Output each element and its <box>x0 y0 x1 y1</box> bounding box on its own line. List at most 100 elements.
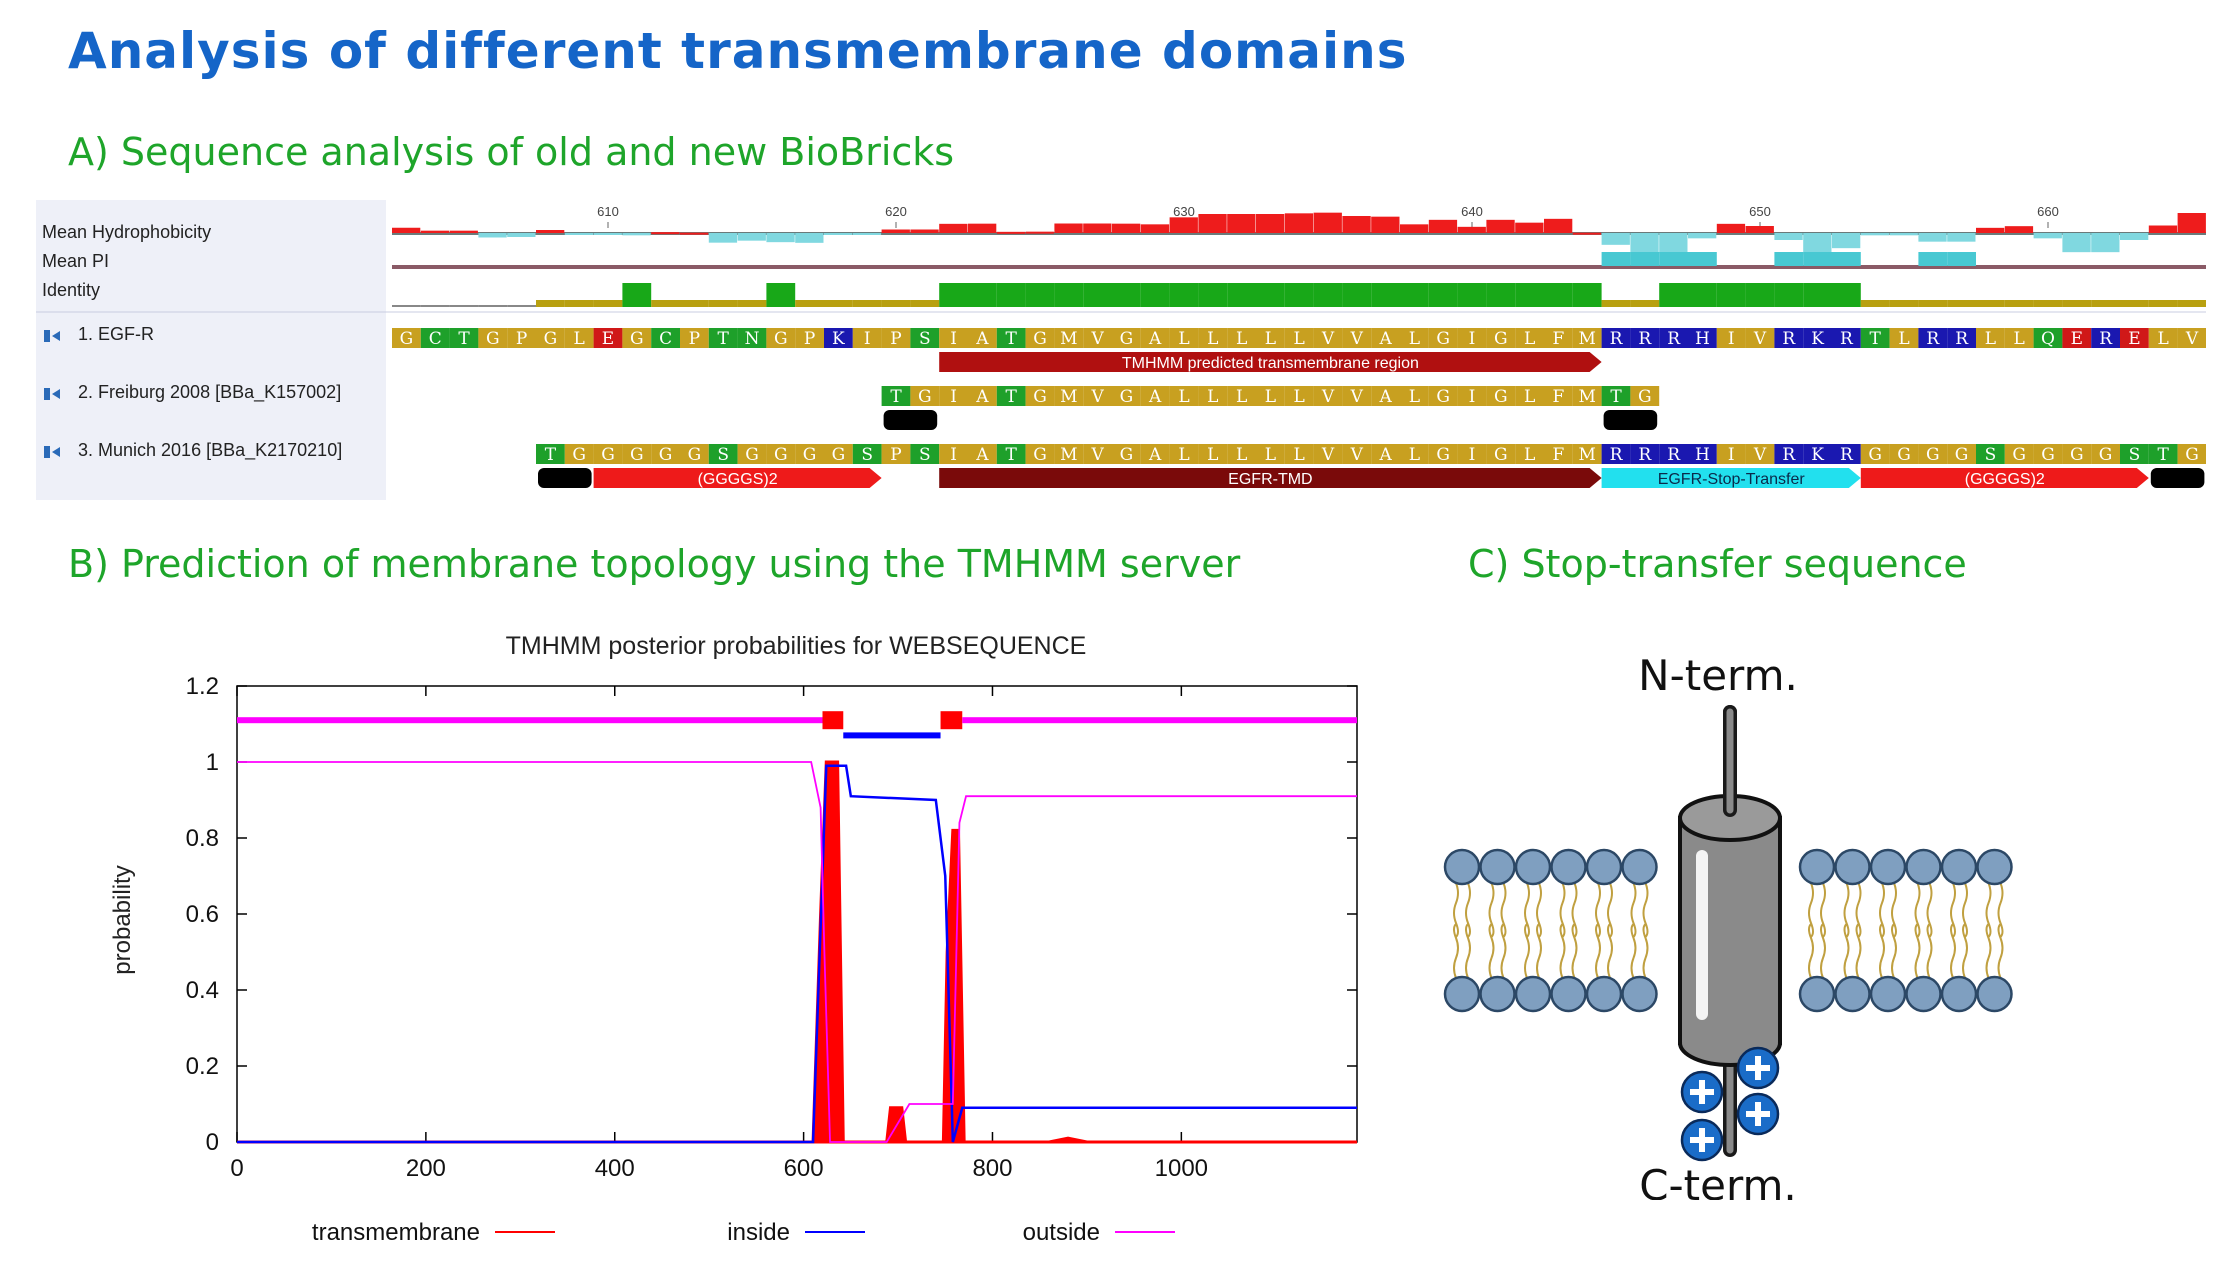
lipid-tail <box>1820 923 1826 979</box>
residue-cell <box>1601 386 1631 406</box>
hydro-bar <box>795 233 824 243</box>
residue-cell <box>2004 444 2034 464</box>
residue-cell <box>651 444 680 464</box>
hydro-bar <box>1428 219 1458 233</box>
identity-partial <box>795 300 824 307</box>
y-tick-label: 0.4 <box>186 977 219 1004</box>
identity-bar <box>996 283 1026 307</box>
residue-letter: G <box>1120 329 1134 349</box>
hydro-bar <box>1169 217 1198 233</box>
hydro-bar <box>852 233 882 235</box>
identity-partial <box>737 300 767 307</box>
plus-bar-v <box>1699 1128 1705 1152</box>
identity-partial <box>680 300 709 307</box>
hydro-bar <box>2148 225 2178 233</box>
residue-cell <box>2091 328 2120 348</box>
identity-bar <box>622 283 652 307</box>
residue-cell <box>1400 444 1429 464</box>
hydro-bar <box>1284 213 1314 233</box>
residue-cell <box>622 444 652 464</box>
residue-cell <box>1054 328 1084 348</box>
n-term-label: N-term. <box>1638 651 1798 700</box>
lipid-head <box>1798 848 1836 886</box>
lipid-head <box>1621 848 1658 886</box>
hydro-bar <box>1256 214 1285 233</box>
residue-cell <box>1486 328 1516 348</box>
identity-partial <box>1860 300 1890 307</box>
residue-cell <box>651 328 680 348</box>
ruler-tick-label: 610 <box>597 204 619 219</box>
residue-letter: M <box>1060 329 1077 349</box>
residue-cell <box>737 444 767 464</box>
mean-pi-track <box>392 252 2206 269</box>
series-outside <box>237 761 1357 1143</box>
residue-letter: V <box>1321 329 1335 349</box>
hydro-baseline <box>392 232 2206 235</box>
section-c-title: C) Stop-transfer sequence <box>1468 542 1967 586</box>
sequence-label: 1. EGF-R <box>78 324 154 344</box>
lipid-tail <box>1488 923 1495 979</box>
residue-cell <box>996 328 1026 348</box>
residue-letter: R <box>1926 329 1940 349</box>
annotation-arrow <box>1601 468 1861 488</box>
residue-letter: P <box>689 329 700 349</box>
residue-cell <box>1371 386 1400 406</box>
residue-letter: E <box>2071 329 2083 349</box>
residue-letter: E <box>2128 329 2140 349</box>
identity-none <box>420 305 450 307</box>
annotation-label: (GGGGS)2 <box>698 471 778 488</box>
residue-letter: V <box>1350 329 1364 349</box>
residue-cell <box>881 328 911 348</box>
annotation-arrow <box>939 352 1602 372</box>
identity-partial <box>2091 300 2120 307</box>
topology-outside <box>237 717 823 724</box>
plot-frame <box>236 685 1358 1143</box>
sequence-label: 3. Munich 2016 [BBa_K2170210] <box>78 440 342 461</box>
residue-cell <box>1688 444 1717 464</box>
identity-bar <box>1371 283 1400 307</box>
identity-bar <box>1400 283 1429 307</box>
residue-letter: L <box>1207 445 1218 465</box>
y-tick-label: 0.8 <box>186 825 219 852</box>
residue-cell <box>1544 444 1573 464</box>
residue-letter: R <box>1840 445 1854 465</box>
ruler-tick-label: 640 <box>1461 204 1483 219</box>
residue-letter: L <box>574 329 585 349</box>
residue-cell <box>1400 328 1429 348</box>
lipid-tail <box>1630 882 1637 938</box>
lipid-head <box>1798 975 1836 1013</box>
residue-cell <box>1832 328 1861 348</box>
identity-bar <box>1198 283 1228 307</box>
identity-bar <box>1486 283 1516 307</box>
residue-letter: C <box>429 329 442 349</box>
identity-bar <box>939 283 968 307</box>
annotation-arrow <box>939 468 1602 488</box>
hydro-bar <box>1688 233 1717 239</box>
residue-cell <box>2177 444 2206 464</box>
residue-letter: R <box>1667 329 1681 349</box>
residue-letter: G <box>544 329 558 349</box>
residue-letter: S <box>861 445 873 465</box>
residue-cell <box>1371 444 1400 464</box>
topology-transmembrane <box>940 711 963 730</box>
hydro-bar <box>1601 233 1630 245</box>
residue-letter: R <box>1782 445 1796 465</box>
hydro-bar <box>1054 223 1083 233</box>
residue-letter: L <box>1409 329 1420 349</box>
residue-letter: G <box>2012 445 2026 465</box>
hydro-bar <box>536 230 565 233</box>
hydro-bar <box>1947 233 1976 242</box>
residue-cell <box>1745 444 1775 464</box>
hydro-bar <box>392 227 421 233</box>
residue-cell <box>1803 444 1832 464</box>
identity-partial <box>1918 300 1948 307</box>
residue-cell <box>1083 386 1112 406</box>
residue-letter: T <box>890 387 902 407</box>
hydro-bar <box>1342 216 1371 233</box>
residue-letter: A <box>1378 329 1392 349</box>
residue-letter: R <box>1955 329 1969 349</box>
residue-cell <box>1227 328 1256 348</box>
label-column <box>36 200 386 500</box>
residue-cell <box>622 328 652 348</box>
